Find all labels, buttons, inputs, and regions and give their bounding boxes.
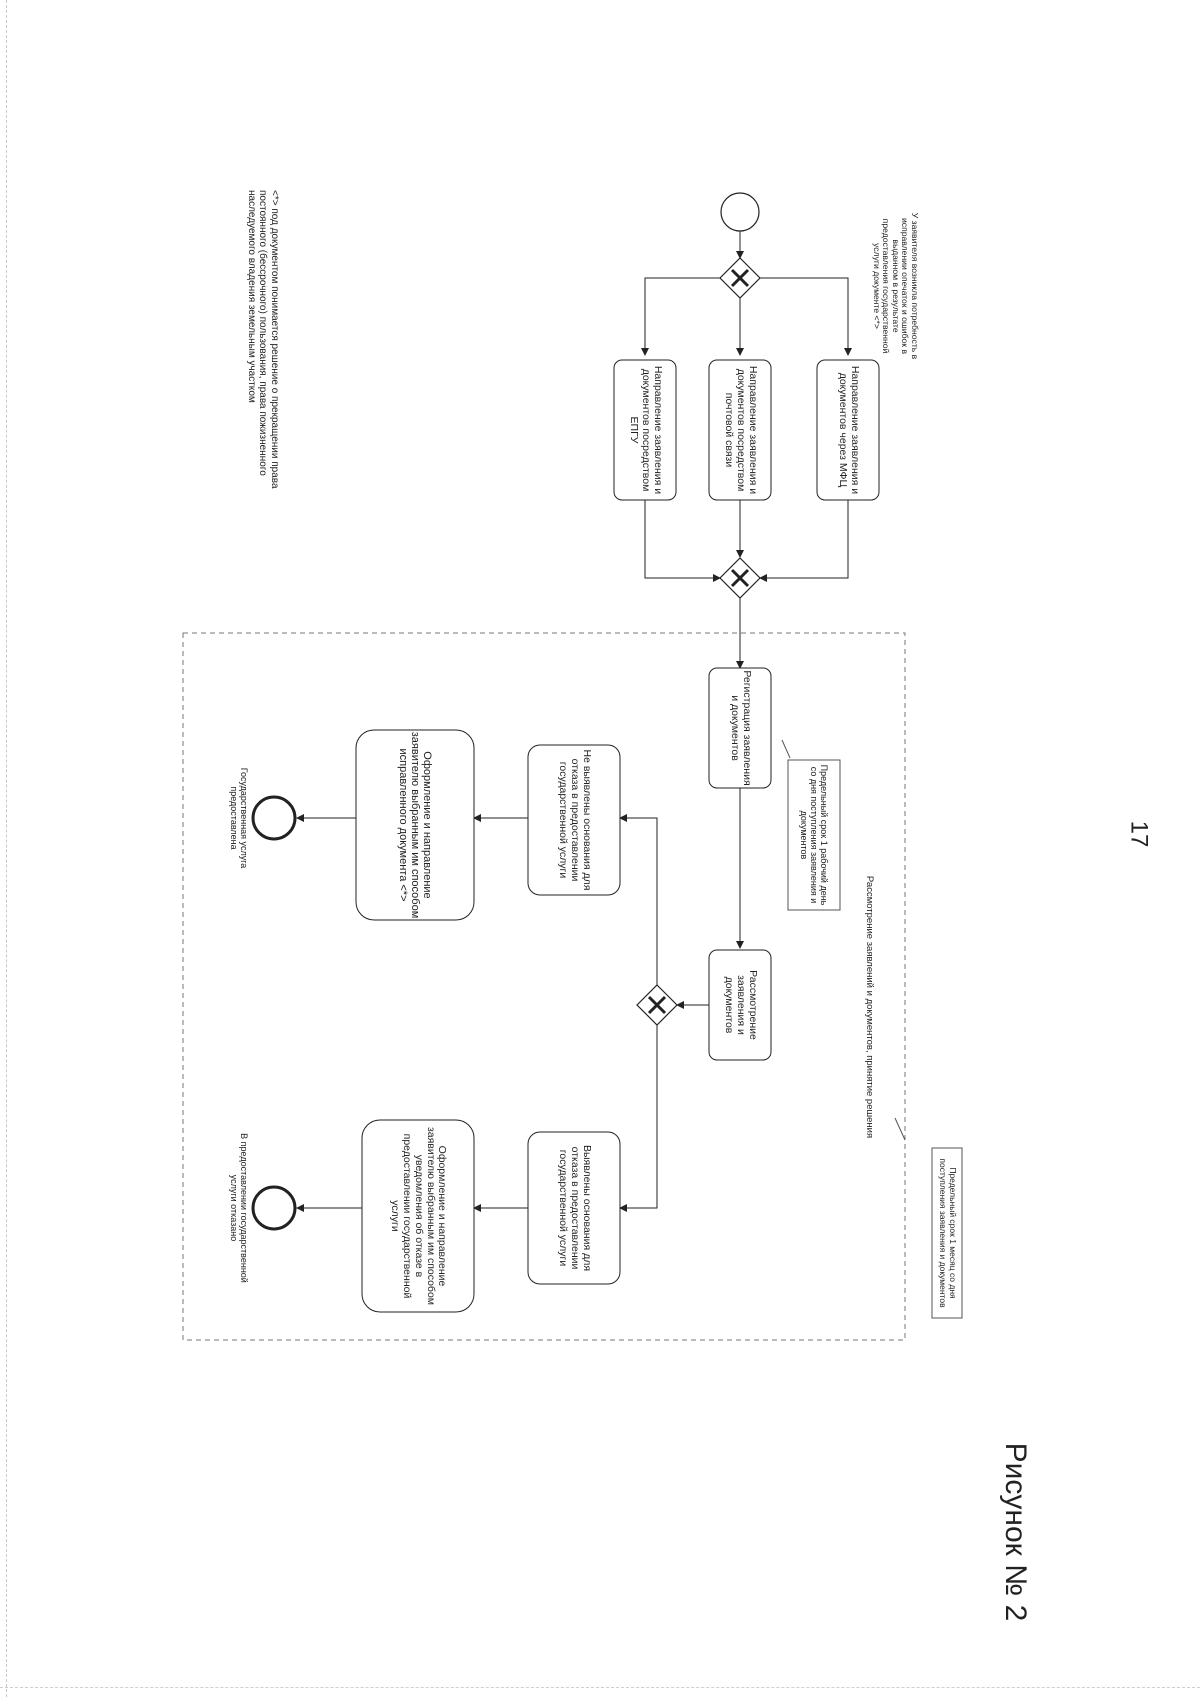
task-issue-refusal: Оформление и направление заявителю выбра… bbox=[389, 1126, 449, 1306]
start-event bbox=[720, 192, 760, 232]
task-review: Рассмотрение заявления и документов bbox=[723, 970, 759, 1040]
review-term-annotation: Предельный срок 1 месяц со дня поступлен… bbox=[938, 1158, 958, 1308]
flow-split-to-mfc bbox=[760, 277, 852, 356]
merge-gateway bbox=[719, 557, 761, 599]
review-annotation-link bbox=[894, 1117, 906, 1141]
flow-split-to-epgu bbox=[641, 277, 720, 356]
task-grounds: Выявлены основания для отказа в предоста… bbox=[557, 1144, 593, 1272]
flow-decision-to-no-grounds bbox=[619, 814, 658, 985]
task-no-grounds: Не выявлены основания для отказа в предо… bbox=[557, 749, 593, 891]
end-event-refused-label: В предоставлении государственной услуги … bbox=[229, 1133, 250, 1283]
register-annotation-link bbox=[781, 739, 791, 759]
scan-edge-left bbox=[6, 0, 7, 1697]
task-register: Регистрация заявления и документов bbox=[729, 670, 753, 786]
footnote: <*> под документом понимается решение о … bbox=[246, 190, 280, 489]
flow-decision-to-grounds bbox=[619, 1025, 658, 1212]
decision-gateway bbox=[636, 984, 678, 1026]
lane-label: Рассмотрение заявлений и документов, при… bbox=[864, 875, 875, 1139]
end-event-provided bbox=[251, 795, 297, 841]
end-event-refused bbox=[251, 1185, 297, 1231]
task-post: Направление заявления и документов посре… bbox=[723, 365, 759, 495]
task-epgu: Направление заявления и документов посре… bbox=[628, 365, 664, 495]
flow-epgu-to-merge bbox=[644, 500, 721, 582]
task-issue-corrected: Оформление и направление заявителю выбра… bbox=[396, 731, 434, 919]
flow-mfc-to-merge bbox=[759, 500, 849, 582]
figure-caption: Рисунок № 2 bbox=[999, 1442, 1032, 1622]
register-term-annotation: Предельный срок 1 рабочий день со дня по… bbox=[798, 764, 830, 906]
start-event-label: У заявителя возникла потребность в испра… bbox=[871, 212, 921, 360]
task-mfc: Направление заявления и документов через… bbox=[837, 365, 861, 495]
end-event-provided-label: Государственная услуга предоставлена bbox=[229, 767, 250, 869]
scan-edge-bottom bbox=[0, 1687, 1200, 1688]
page-number: 17 bbox=[1125, 820, 1153, 848]
split-gateway bbox=[719, 257, 761, 299]
